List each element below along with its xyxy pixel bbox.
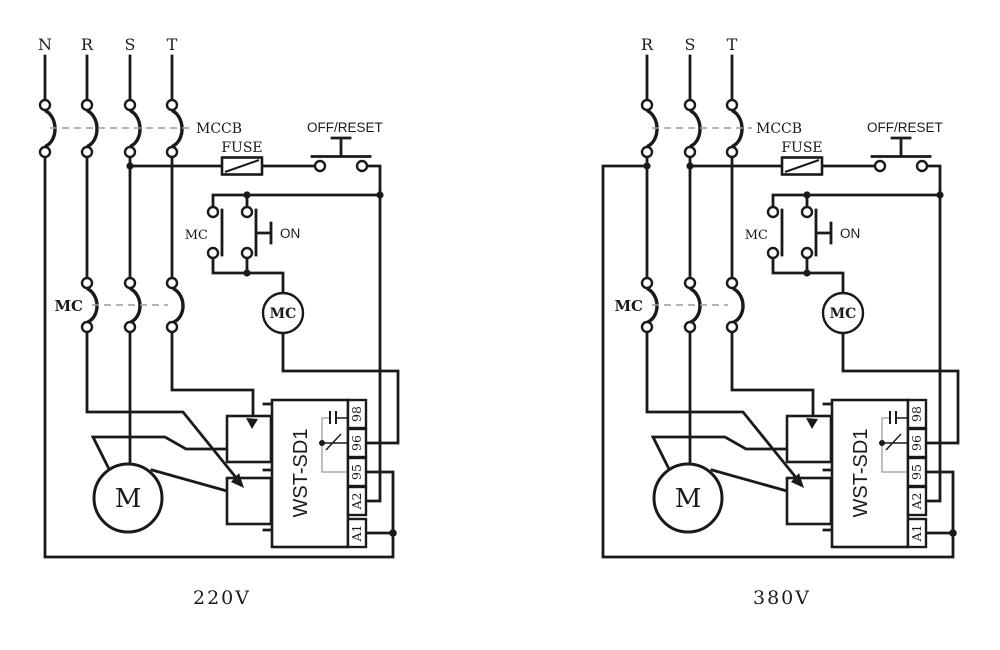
motor: M (652, 462, 724, 534)
mccb-contacts (646, 109, 744, 148)
terminal-a2: A2 (349, 493, 364, 511)
terminal-96: 96 (349, 435, 364, 451)
wire-arrow-t (806, 418, 818, 429)
wire-arrow-t (246, 418, 258, 429)
ct-window-upper (785, 414, 833, 464)
mc-contacts (646, 287, 745, 324)
phase-r-label: R (81, 35, 94, 54)
wire-arrow-r (231, 473, 244, 488)
ct-window-upper (225, 414, 273, 464)
phase-r-label: R (641, 35, 654, 54)
relay-model-label: WST-SD1 (290, 429, 312, 518)
diagram-220v: MC M WST-SD1 98 96 (38, 35, 400, 609)
relay-model-label: WST-SD1 (850, 429, 872, 518)
contact-terminals (38, 98, 369, 334)
diagram-380v: MC M WST-SD1 98 96 95 A (601, 35, 960, 609)
relay-wst-sd1: WST-SD1 98 96 95 A2 A1 (830, 398, 928, 549)
mc-aux-label: MC (745, 228, 768, 243)
mc-coil: MC (821, 291, 865, 335)
fuse-symbol (220, 156, 264, 176)
terminal-a1: A1 (349, 525, 364, 543)
mc-contactor-label: MC (54, 297, 83, 315)
fuse-label: FUSE (781, 140, 822, 156)
phase-s-label: S (685, 35, 696, 54)
mc-contacts (86, 287, 185, 324)
fuse-symbol (780, 156, 824, 176)
terminal-98: 98 (349, 406, 364, 422)
terminal-95: 95 (349, 464, 364, 480)
wire-arrow-r (791, 473, 804, 488)
voltage-label-380: 380V (753, 587, 811, 609)
mccb-contacts (44, 109, 184, 148)
phase-s-label: S (125, 35, 136, 54)
motor-label: M (675, 484, 702, 514)
mc-coil-label: MC (270, 306, 297, 322)
ct-window-lower (225, 476, 273, 526)
terminal-a2: A2 (909, 493, 924, 511)
junction-dots (643, 162, 957, 537)
phase-n-label: N (38, 35, 52, 54)
voltage-label-220: 220V (193, 587, 251, 609)
mc-aux-label: MC (185, 228, 208, 243)
terminal-a1: A1 (909, 525, 924, 543)
fuse-label: FUSE (221, 140, 262, 156)
mc-coil: MC (261, 291, 305, 335)
mccb-label: MCCB (756, 121, 802, 137)
mc-coil-label: MC (830, 306, 857, 322)
mccb-label: MCCB (196, 121, 242, 137)
contact-terminals (640, 98, 929, 334)
relay-wst-sd1: WST-SD1 98 96 95 A2 A1 (270, 398, 368, 549)
on-label: ON (840, 226, 860, 241)
phase-t-label: T (727, 35, 738, 54)
terminal-98: 98 (909, 406, 924, 422)
ct-window-lower (785, 476, 833, 526)
mc-contactor-label: MC (614, 297, 643, 315)
off-reset-label: OFF/RESET (307, 120, 383, 135)
on-label: ON (280, 226, 300, 241)
phase-t-label: T (167, 35, 178, 54)
terminal-96: 96 (909, 435, 924, 451)
terminal-95: 95 (909, 464, 924, 480)
motor: M (92, 462, 164, 534)
off-reset-label: OFF/RESET (867, 120, 943, 135)
motor-label: M (115, 484, 142, 514)
junction-dots (126, 162, 397, 537)
